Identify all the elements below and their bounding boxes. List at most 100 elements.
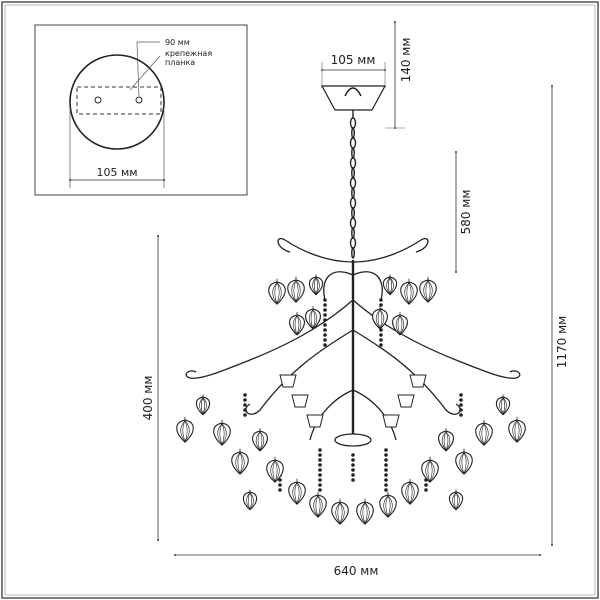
crystal-drop (508, 416, 526, 443)
drop-rib (516, 420, 522, 442)
bead (351, 463, 355, 467)
bead (384, 463, 388, 467)
drop-rib (399, 315, 403, 335)
chain-link (351, 207, 355, 219)
drop-rib (514, 420, 518, 442)
bead (384, 483, 388, 487)
bead (459, 408, 463, 412)
drop-rib (455, 492, 459, 510)
drop-rib (399, 315, 405, 335)
bead (384, 458, 388, 462)
crystal-drop (356, 498, 374, 525)
drop-rib (409, 482, 413, 504)
drop-rib (463, 452, 469, 474)
drop-rib (272, 282, 278, 304)
bead (318, 483, 322, 487)
drop-rib (408, 282, 412, 304)
bead (243, 408, 247, 412)
drop-rib (259, 431, 263, 451)
drop-rib (310, 309, 314, 329)
drop-rib (516, 420, 520, 442)
bead (318, 478, 322, 482)
crystal-drop (266, 456, 284, 483)
drop-outline (508, 419, 526, 443)
drop-rib (312, 277, 317, 295)
drop-rib (296, 482, 302, 504)
bead (424, 488, 428, 492)
drop-outline (495, 396, 511, 416)
drop-rib (337, 502, 341, 524)
bead (351, 458, 355, 462)
bead (379, 333, 383, 337)
drop-rib (452, 492, 457, 510)
drop-rib (404, 282, 410, 304)
bead (243, 413, 247, 417)
drop-rib (483, 423, 487, 445)
crystal-drop (331, 498, 349, 525)
drop-outline (448, 491, 464, 511)
bead (323, 308, 327, 312)
crystal-drop (288, 478, 306, 505)
drop-rib (387, 495, 391, 517)
drop-rib (425, 460, 431, 482)
drop-rib (180, 420, 186, 442)
bead (459, 403, 463, 407)
drop-outline (455, 451, 473, 475)
bead (318, 458, 322, 462)
drop-rib (429, 460, 433, 482)
drop-rib (445, 431, 449, 451)
mount-hole-right (135, 96, 143, 104)
drop-rib (445, 431, 451, 451)
candle-holders (279, 374, 427, 428)
bead (384, 453, 388, 457)
drop-rib (387, 277, 391, 295)
drop-rib (221, 423, 227, 445)
drop-rib (375, 309, 381, 329)
drop-outline (242, 491, 258, 511)
bead (384, 468, 388, 472)
upper-arm-right (352, 237, 429, 263)
bead (351, 473, 355, 477)
upper-scroll-left (323, 271, 354, 301)
drop-rib (409, 482, 415, 504)
drop-rib (295, 280, 299, 302)
drop-rib (461, 452, 465, 474)
drop-rib (315, 277, 320, 295)
bead (384, 478, 388, 482)
mount-spacing-label: 90 мм (165, 38, 190, 47)
crystal-drop (268, 278, 286, 305)
crystal-drop (421, 456, 439, 483)
drop-rib (293, 280, 297, 302)
bead (323, 333, 327, 337)
bead (243, 403, 247, 407)
drop-rib (502, 397, 506, 415)
base-width-label: 105 мм (96, 166, 137, 179)
drop-rib (339, 502, 345, 524)
drop-outline (382, 276, 398, 296)
drop-rib (200, 397, 204, 415)
body-height-label: 400 мм (141, 376, 155, 421)
canopy-width-label: 105 мм (331, 53, 376, 67)
bead (278, 478, 282, 482)
drop-rib (408, 282, 414, 304)
drop-outline (305, 308, 321, 330)
drop-rib (379, 309, 383, 329)
drop-rib (499, 397, 504, 415)
drop-rib (199, 397, 204, 415)
chain-link (351, 227, 355, 239)
drop-rib (239, 452, 243, 474)
drop-rib (217, 423, 223, 445)
drop-outline (331, 501, 349, 525)
bracket-label-line2: планка (165, 58, 195, 67)
drop-rib (308, 309, 314, 329)
drop-rib (315, 277, 319, 295)
crystal-drop (372, 306, 388, 330)
drop-rib (257, 431, 261, 451)
drop-rib (313, 277, 317, 295)
drop-rib (362, 502, 366, 524)
drop-rib (463, 452, 467, 474)
drop-outline (268, 281, 286, 305)
drop-outline (176, 419, 194, 443)
drop-outline (392, 314, 408, 336)
